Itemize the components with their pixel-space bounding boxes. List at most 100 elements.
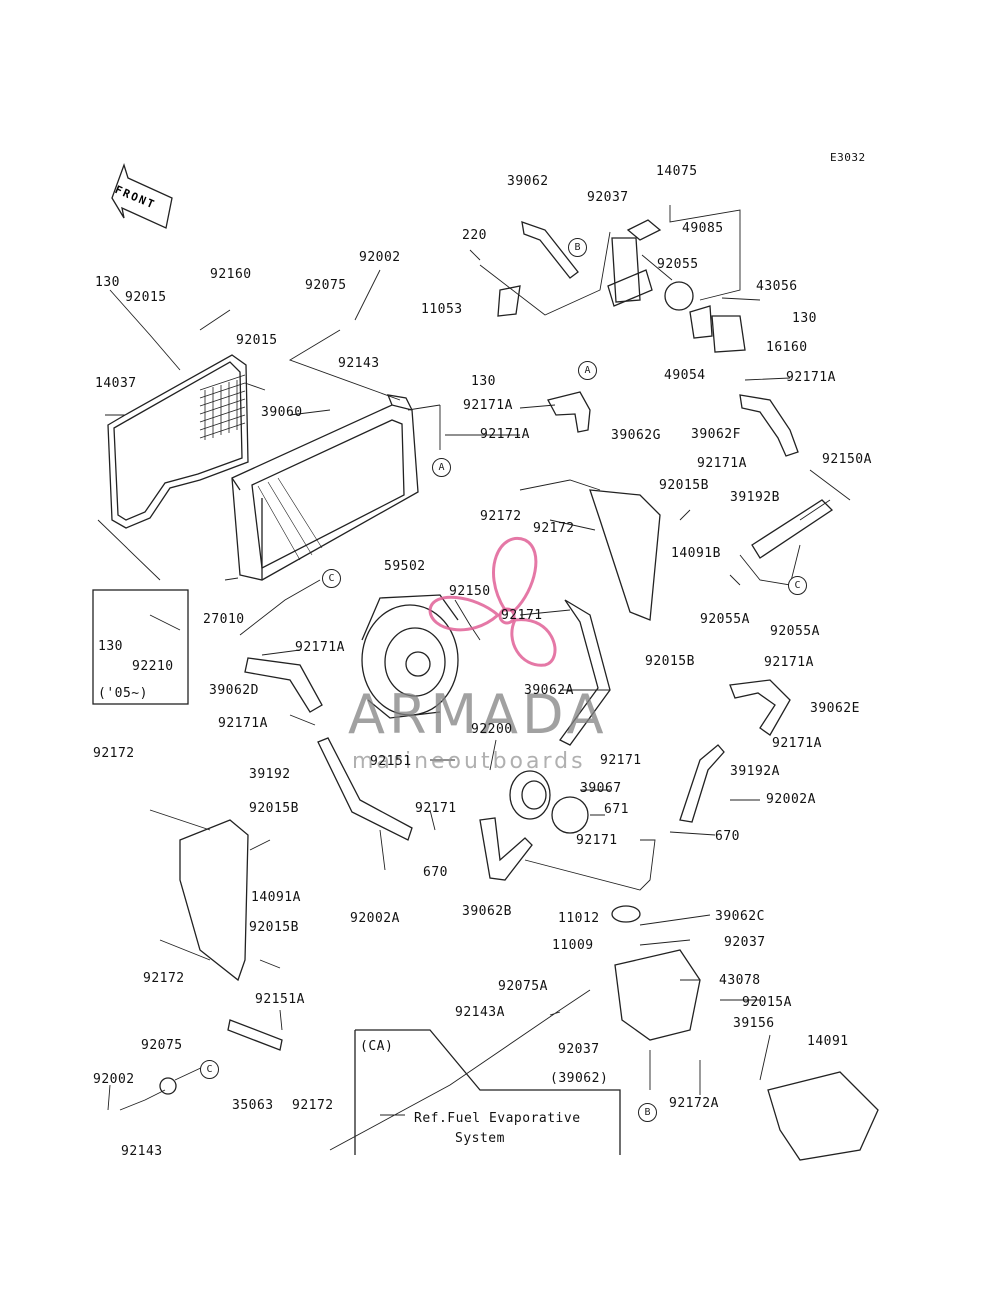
part-label: 92015B [645, 654, 695, 669]
part-label: 92037 [558, 1042, 600, 1057]
cover-14091B [589, 489, 661, 621]
part-label: 92015A [742, 995, 792, 1010]
part-label: 49054 [664, 368, 706, 383]
part-label: 92172A [669, 1096, 719, 1111]
cap-11012 [611, 905, 641, 923]
part-label: 130 [95, 275, 120, 290]
oil-cooler-39067 [509, 770, 551, 820]
part-label: 92200 [471, 722, 513, 737]
part-label: 39062C [715, 909, 765, 924]
cover-14091A [179, 819, 249, 982]
part-label: 92015 [125, 290, 167, 305]
radiator-shroud [107, 354, 249, 529]
part-label: 92172 [480, 509, 522, 524]
hose-39062E [729, 679, 791, 736]
part-label: 92143 [338, 356, 380, 371]
watermark-propeller-icon [428, 536, 557, 667]
watermark-tagline: marineoutboards [352, 749, 586, 774]
part-label: 92015B [249, 801, 299, 816]
part-label: 130 [98, 639, 123, 654]
part-label: 27010 [203, 612, 245, 627]
part-label: 92151A [255, 992, 305, 1007]
part-label: 92171A [772, 736, 822, 751]
part-label: 92171A [764, 655, 814, 670]
callout-c: C [200, 1060, 219, 1079]
part-label: 39067 [580, 781, 622, 796]
ref-part: (39062) [550, 1071, 609, 1086]
cap-49085 [626, 219, 662, 241]
watermark-brand: ARMADA [348, 683, 608, 746]
ca-bracket-line [354, 1029, 621, 1155]
callout-a: A [432, 458, 451, 477]
part-label: 39192A [730, 764, 780, 779]
callout-a: A [578, 361, 597, 380]
part-label: 130 [792, 311, 817, 326]
part-label: 39062F [691, 427, 741, 442]
part-label: 14075 [656, 164, 698, 179]
thermostat-housing [611, 237, 641, 303]
part-label: 92172 [533, 521, 575, 536]
part-label: 92075 [305, 278, 347, 293]
part-label: 92015B [249, 920, 299, 935]
part-label: 39062A [524, 683, 574, 698]
part-label: 11053 [421, 302, 463, 317]
part-label: 92002 [359, 250, 401, 265]
part-label: 92171A [786, 370, 836, 385]
o-ring-92055 [664, 281, 694, 311]
hose-39062F [739, 394, 799, 457]
part-label: 92171 [415, 801, 457, 816]
part-label: 671 [604, 802, 629, 817]
part-label: 92015B [659, 478, 709, 493]
part-label: 11009 [552, 938, 594, 953]
ref-note-line1: Ref.Fuel Evaporative [414, 1111, 581, 1126]
part-label: 92055A [700, 612, 750, 627]
part-label: 92002A [766, 792, 816, 807]
part-label: 39062D [209, 683, 259, 698]
hose-39192 [317, 737, 413, 841]
part-label: 92150 [449, 584, 491, 599]
bracket-11053 [497, 285, 521, 317]
part-label: 39062E [810, 701, 860, 716]
part-label: 92171A [218, 716, 268, 731]
radiator-screen [199, 374, 246, 440]
part-label: 35063 [232, 1098, 274, 1113]
part-label: 14037 [95, 376, 137, 391]
part-label: 39062G [611, 428, 661, 443]
part-label: 92037 [587, 190, 629, 205]
part-label: 92171A [295, 640, 345, 655]
part-label: 14091B [671, 546, 721, 561]
part-label: 92075 [141, 1038, 183, 1053]
part-label: 92210 [132, 659, 174, 674]
part-label: 14091A [251, 890, 301, 905]
water-pipe-16160 [711, 315, 746, 353]
callout-c: C [322, 569, 341, 588]
part-label: 39156 [733, 1016, 775, 1031]
part-label: 39060 [261, 405, 303, 420]
part-label: 92015 [236, 333, 278, 348]
callout-b: B [638, 1103, 657, 1122]
part-label: 670 [423, 865, 448, 880]
part-label: 92171A [697, 456, 747, 471]
part-label: 92055 [657, 257, 699, 272]
part-label: 39192 [249, 767, 291, 782]
part-label: 92150A [822, 452, 872, 467]
o-ring-671 [551, 796, 589, 834]
hose-39062D [244, 657, 323, 713]
part-label: 92171 [501, 608, 543, 623]
part-label: 130 [471, 374, 496, 389]
front-arrow-icon [111, 162, 173, 229]
part-label: 92002A [350, 911, 400, 926]
part-label: 43056 [756, 279, 798, 294]
ref-note-line2: System [455, 1131, 505, 1146]
part-label: 14091 [807, 1034, 849, 1049]
callout-c: C [788, 576, 807, 595]
part-label: 92143 [121, 1144, 163, 1159]
part-label: 220 [462, 228, 487, 243]
reservoir-tank-43078 [614, 949, 701, 1041]
part-label: 43078 [719, 973, 761, 988]
part-label: 92037 [724, 935, 766, 950]
part-label: 39192B [730, 490, 780, 505]
part-label: 92171A [480, 427, 530, 442]
hose-39062A [559, 599, 611, 746]
